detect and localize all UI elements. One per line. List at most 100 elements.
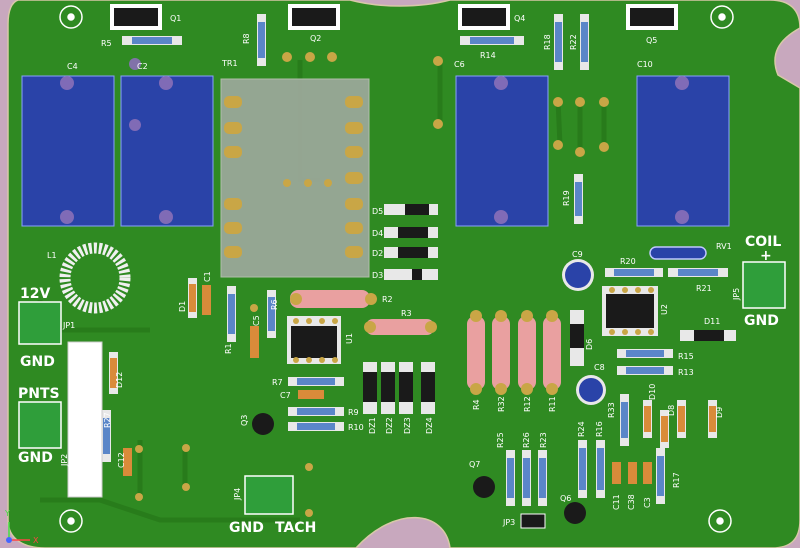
- label-q7: Q7: [469, 460, 480, 469]
- label-c2: C2: [137, 62, 148, 71]
- label-jp5: JP5: [732, 288, 741, 301]
- ic-chips: [287, 286, 658, 364]
- label-jp3: JP3: [502, 518, 515, 527]
- label-r25: R25: [496, 432, 505, 448]
- label-r8: R8: [242, 33, 251, 44]
- label-d8: D8: [667, 405, 676, 416]
- label-l1: L1: [47, 251, 57, 260]
- label-d9: D9: [715, 407, 724, 418]
- label-dz3: DZ3: [403, 417, 412, 434]
- label-r27: R27: [103, 412, 112, 428]
- label-u1: U1: [345, 333, 354, 344]
- label-d5: D5: [372, 207, 383, 216]
- label-pnts: PNTS: [18, 386, 60, 402]
- label-12v: 12V: [20, 286, 50, 302]
- label-r14: R14: [480, 51, 496, 60]
- mounting-holes: [59, 5, 734, 533]
- through-hole-pads: [135, 304, 313, 517]
- power-resistors: [290, 290, 561, 395]
- label-c1: C1: [203, 271, 212, 282]
- terminal-connectors: [18, 261, 786, 529]
- label-r12: R12: [523, 396, 532, 412]
- label-r11: R11: [548, 396, 557, 412]
- label-r7: R7: [272, 378, 283, 387]
- label-d12: D12: [115, 372, 124, 388]
- small-capacitors: [123, 246, 707, 484]
- label-r18: R18: [543, 34, 552, 50]
- label-c38: C38: [627, 494, 636, 510]
- axis-y-label: Y: [4, 509, 10, 518]
- label-r1: R1: [224, 343, 233, 354]
- transformer-tr1: [220, 78, 370, 278]
- label-r6: R6: [270, 299, 279, 310]
- label-r4: R4: [472, 399, 481, 410]
- label-r5: R5: [101, 39, 112, 48]
- label-d10: D10: [648, 384, 657, 400]
- label-jp2: JP2: [60, 454, 69, 467]
- axis-x-label: X: [33, 536, 39, 545]
- label-tach: TACH: [275, 520, 316, 536]
- power-transistors: [110, 4, 678, 157]
- label-c9: C9: [572, 250, 583, 259]
- silkscreen-labels: C4 C2 TR1 Q1 Q2 Q4 Q5 R5 R8 R14 R18 R22 …: [47, 14, 741, 527]
- label-r2: R2: [382, 295, 393, 304]
- label-jp1: JP1: [62, 321, 75, 330]
- small-resistors: [102, 14, 728, 506]
- label-r33: R33: [607, 402, 616, 418]
- label-rv1: RV1: [716, 242, 732, 251]
- label-c10: C10: [637, 60, 653, 69]
- label-r20: R20: [620, 257, 636, 266]
- label-c12: C12: [117, 452, 126, 468]
- label-u2: U2: [660, 304, 669, 315]
- label-r15: R15: [678, 352, 694, 361]
- label-d6: D6: [585, 339, 594, 350]
- label-r17: R17: [672, 472, 681, 488]
- label-gnd-12v: GND: [20, 354, 55, 370]
- label-r16: R16: [595, 421, 604, 437]
- label-r10: R10: [348, 423, 364, 432]
- label-r23: R23: [539, 432, 548, 448]
- label-d1: D1: [178, 301, 187, 312]
- label-c4: C4: [67, 62, 78, 71]
- label-gnd-pnts: GND: [18, 450, 53, 466]
- label-gnd-coil: GND: [744, 313, 779, 329]
- label-dz2: DZ2: [385, 417, 394, 434]
- label-c11: C11: [612, 494, 621, 510]
- toroid-inductor: [59, 242, 131, 314]
- label-q4: Q4: [514, 14, 525, 23]
- label-q3: Q3: [240, 415, 249, 426]
- label-c7: C7: [280, 391, 291, 400]
- label-r9: R9: [348, 408, 359, 417]
- label-q2: Q2: [310, 34, 321, 43]
- label-coil: COIL: [745, 234, 781, 250]
- label-r21: R21: [696, 284, 712, 293]
- label-c5: C5: [252, 315, 261, 326]
- label-gnd-tach: GND: [229, 520, 264, 536]
- label-c8: C8: [594, 363, 605, 372]
- label-r3: R3: [401, 309, 412, 318]
- label-dz1: DZ1: [368, 417, 377, 434]
- label-dz4: DZ4: [425, 417, 434, 434]
- label-jp4: JP4: [233, 488, 242, 501]
- label-r24: R24: [577, 421, 586, 437]
- label-q1: Q1: [170, 14, 181, 23]
- small-transistors: [252, 413, 586, 524]
- electrolytic-capacitors: [21, 58, 730, 227]
- label-r32: R32: [497, 396, 506, 412]
- diodes: [109, 204, 736, 448]
- label-r22: R22: [569, 34, 578, 50]
- label-r19: R19: [562, 190, 571, 206]
- label-d2: D2: [372, 249, 383, 258]
- label-d3: D3: [372, 271, 383, 280]
- white-block: [67, 341, 103, 498]
- label-r26: R26: [522, 432, 531, 448]
- label-c6: C6: [454, 60, 465, 69]
- label-tr1: TR1: [221, 59, 238, 68]
- label-q6: Q6: [560, 494, 571, 503]
- label-coil-plus: +: [760, 248, 772, 264]
- label-d11: D11: [704, 317, 720, 326]
- label-q5: Q5: [646, 36, 657, 45]
- connector-labels: 12V GND PNTS GND GND TACH COIL + GND: [18, 234, 781, 536]
- axis-indicator: Y X: [4, 509, 39, 545]
